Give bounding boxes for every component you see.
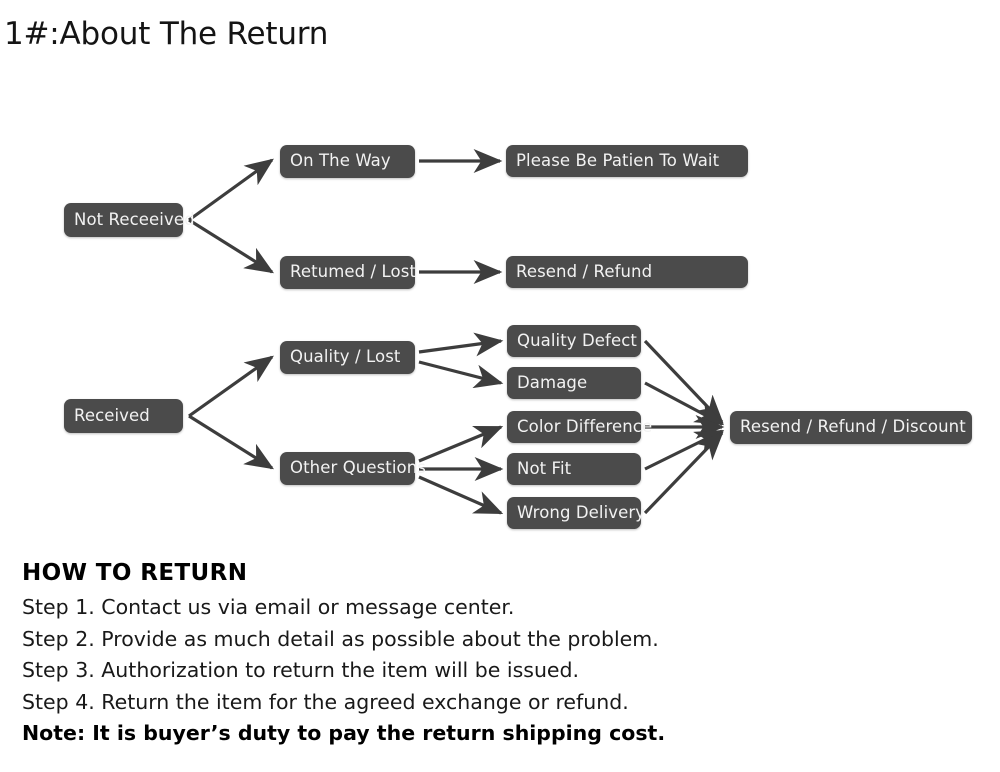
return-step-4: Step 4. Return the item for the agreed e… — [22, 689, 629, 714]
how-to-return-section: HOW TO RETURN Step 1. Contact us via ema… — [22, 560, 982, 750]
node-damage[interactable]: Damage — [507, 367, 641, 399]
edge-notfit-outcome — [644, 429, 725, 471]
edge-damage-outcome — [644, 381, 725, 426]
node-returned-lost[interactable]: Retumed / Lost — [280, 256, 416, 289]
edge-received-quality — [188, 355, 274, 418]
node-resend-refund-discount[interactable]: Resend / Refund / Discount — [730, 411, 972, 444]
edge-quality-qualitydefect — [418, 332, 504, 357]
edge-other-colordifference — [418, 425, 504, 463]
how-to-return-heading: HOW TO RETURN — [22, 560, 248, 586]
edge-qualitydefect-outcome — [643, 339, 724, 424]
return-note: Note: It is buyer’s duty to pay the retu… — [22, 721, 666, 745]
node-not-received[interactable]: Not Receeived — [64, 203, 195, 237]
edge-notreceived-returnedlost — [188, 218, 275, 274]
node-received[interactable]: Received — [64, 399, 183, 433]
edge-other-wrongdelivery — [418, 475, 504, 515]
node-color-difference[interactable]: Color Difference — [507, 411, 652, 443]
node-on-the-way[interactable]: On The Way — [280, 145, 415, 178]
node-other-questions[interactable]: Other Questions — [280, 452, 426, 485]
node-quality-defect[interactable]: Quality Defect — [507, 325, 641, 357]
return-step-2: Step 2. Provide as much detail as possib… — [22, 626, 659, 651]
return-flowchart: Not Receeived On The Way Retumed / Lost … — [64, 145, 972, 529]
return-step-3: Step 3. Authorization to return the item… — [22, 658, 580, 682]
return-step-1: Step 1. Contact us via email or message … — [22, 595, 515, 619]
edge-wrongdelivery-outcome — [643, 431, 724, 515]
node-not-fit[interactable]: Not Fit — [507, 453, 641, 485]
edge-received-otherquestions — [188, 414, 275, 470]
edge-quality-damage — [418, 360, 504, 389]
node-quality-lost[interactable]: Quality / Lost — [280, 341, 415, 374]
page-title: 1#:About The Return — [4, 16, 329, 52]
node-please-be-patient-to-wait[interactable]: Please Be Patien To Wait — [506, 145, 748, 177]
node-wrong-delivery[interactable]: Wrong Delivery — [507, 497, 645, 529]
flowchart-connectors — [188, 149, 725, 515]
edge-notreceived-ontheway — [188, 158, 274, 222]
node-resend-refund[interactable]: Resend / Refund — [506, 256, 748, 288]
